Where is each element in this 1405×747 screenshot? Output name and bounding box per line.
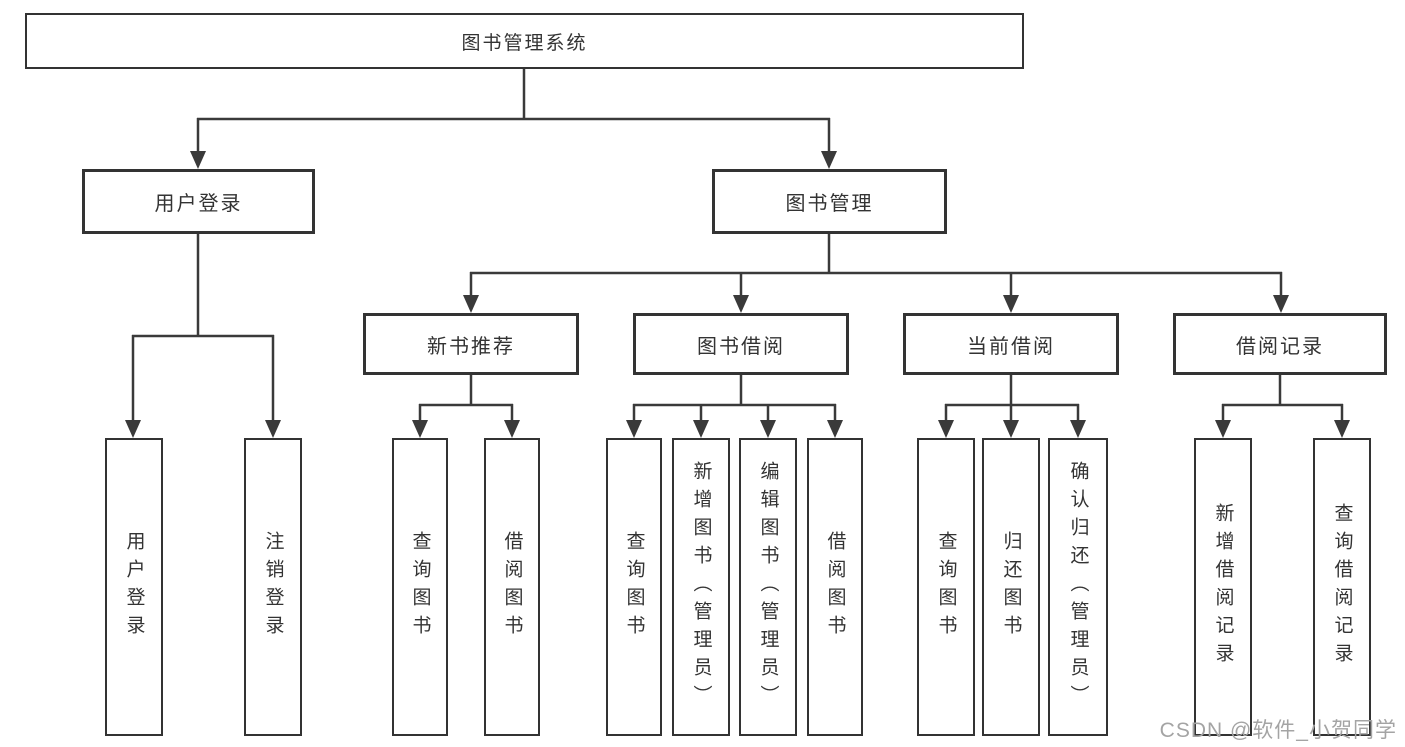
- node-book-management-branch: 图书管理: [712, 169, 947, 234]
- node-new-book-recommendation: 新书推荐: [363, 313, 579, 375]
- node-borrowing-records: 借阅记录: [1173, 313, 1387, 375]
- node-label: 编辑图书（管理员）: [757, 461, 779, 713]
- node-return-books: 归还图书: [982, 438, 1040, 736]
- node-label: 借阅图书: [824, 531, 846, 643]
- node-label: 归还图书: [1000, 531, 1022, 643]
- node-label: 图书管理: [785, 193, 874, 215]
- node-label: 图书借阅: [697, 335, 785, 358]
- node-borrow-books: 借阅图书: [484, 438, 540, 736]
- node-book-borrowing: 图书借阅: [633, 313, 849, 375]
- node-query-borrow-record: 查询借阅记录: [1313, 438, 1371, 736]
- node-logout: 注销登录: [244, 438, 302, 736]
- csdn-watermark: CSDN @软件_小贺同学: [1159, 719, 1397, 742]
- node-query-books: 查询图书: [917, 438, 975, 736]
- node-query-books: 查询图书: [606, 438, 662, 736]
- connector-segments: [131, 68, 1344, 423]
- node-label: 新增图书（管理员）: [690, 461, 712, 713]
- node-label: 图书管理系统: [461, 32, 588, 54]
- node-label: 新增借阅记录: [1212, 503, 1234, 671]
- node-label: 查询图书: [935, 531, 957, 643]
- node-label: 查询图书: [623, 531, 645, 643]
- node-label: 当前借阅: [967, 335, 1055, 358]
- node-edit-books-admin: 编辑图书（管理员）: [739, 438, 797, 736]
- node-label: 借阅图书: [501, 531, 523, 643]
- node-add-borrow-record: 新增借阅记录: [1194, 438, 1252, 736]
- node-label: 用户登录: [123, 531, 145, 643]
- node-confirm-return-admin: 确认归还（管理员）: [1048, 438, 1108, 736]
- node-library-management-system: 图书管理系统: [25, 13, 1024, 69]
- node-add-books-admin: 新增图书（管理员）: [672, 438, 730, 736]
- node-label: 注销登录: [262, 531, 284, 643]
- node-label: 用户登录: [154, 193, 243, 215]
- node-label: 查询图书: [409, 531, 431, 643]
- node-current-borrowing: 当前借阅: [903, 313, 1119, 375]
- node-user-login: 用户登录: [105, 438, 163, 736]
- node-label: 新书推荐: [427, 335, 515, 358]
- node-label: 查询借阅记录: [1331, 503, 1353, 671]
- node-borrow-books: 借阅图书: [807, 438, 863, 736]
- node-label: 借阅记录: [1236, 335, 1324, 358]
- node-query-books: 查询图书: [392, 438, 448, 736]
- node-label: 确认归还（管理员）: [1067, 461, 1089, 713]
- node-user-login-branch: 用户登录: [82, 169, 315, 234]
